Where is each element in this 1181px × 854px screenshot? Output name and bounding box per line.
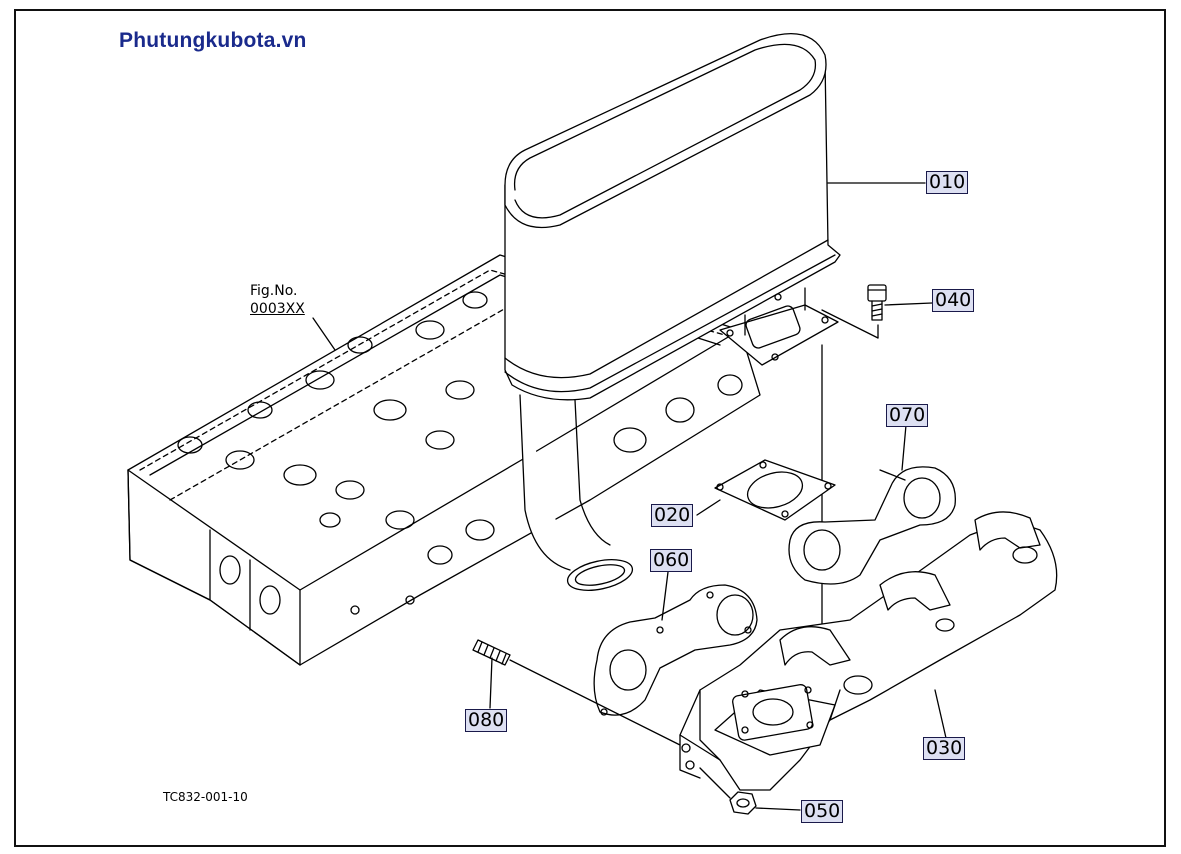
gasket-070 bbox=[788, 466, 956, 585]
gasket-060 bbox=[593, 584, 758, 716]
figure-reference-number[interactable]: 0003XX bbox=[250, 301, 305, 317]
gasket-020 bbox=[714, 459, 836, 521]
figure-reference: Fig.No. 0003XX bbox=[250, 282, 305, 318]
brand-watermark: Phutungkubota.vn bbox=[119, 29, 307, 52]
part-tag-050[interactable]: 050 bbox=[801, 800, 844, 823]
part-tag-070[interactable]: 070 bbox=[886, 404, 929, 427]
muffler-010 bbox=[504, 33, 841, 691]
part-tag-020[interactable]: 020 bbox=[651, 504, 694, 527]
drawing-code: TC832-001-10 bbox=[163, 790, 248, 804]
part-tag-030[interactable]: 030 bbox=[923, 737, 966, 760]
part-tag-040[interactable]: 040 bbox=[932, 289, 975, 312]
figure-reference-label: Fig.No. bbox=[250, 283, 298, 299]
part-tag-060[interactable]: 060 bbox=[650, 549, 693, 572]
part-tag-010[interactable]: 010 bbox=[926, 171, 969, 194]
part-tag-080[interactable]: 080 bbox=[465, 709, 508, 732]
bolt-040 bbox=[821, 284, 887, 339]
stud-080 bbox=[472, 639, 681, 746]
nut-050 bbox=[699, 767, 801, 815]
manifold-030 bbox=[679, 511, 1058, 791]
